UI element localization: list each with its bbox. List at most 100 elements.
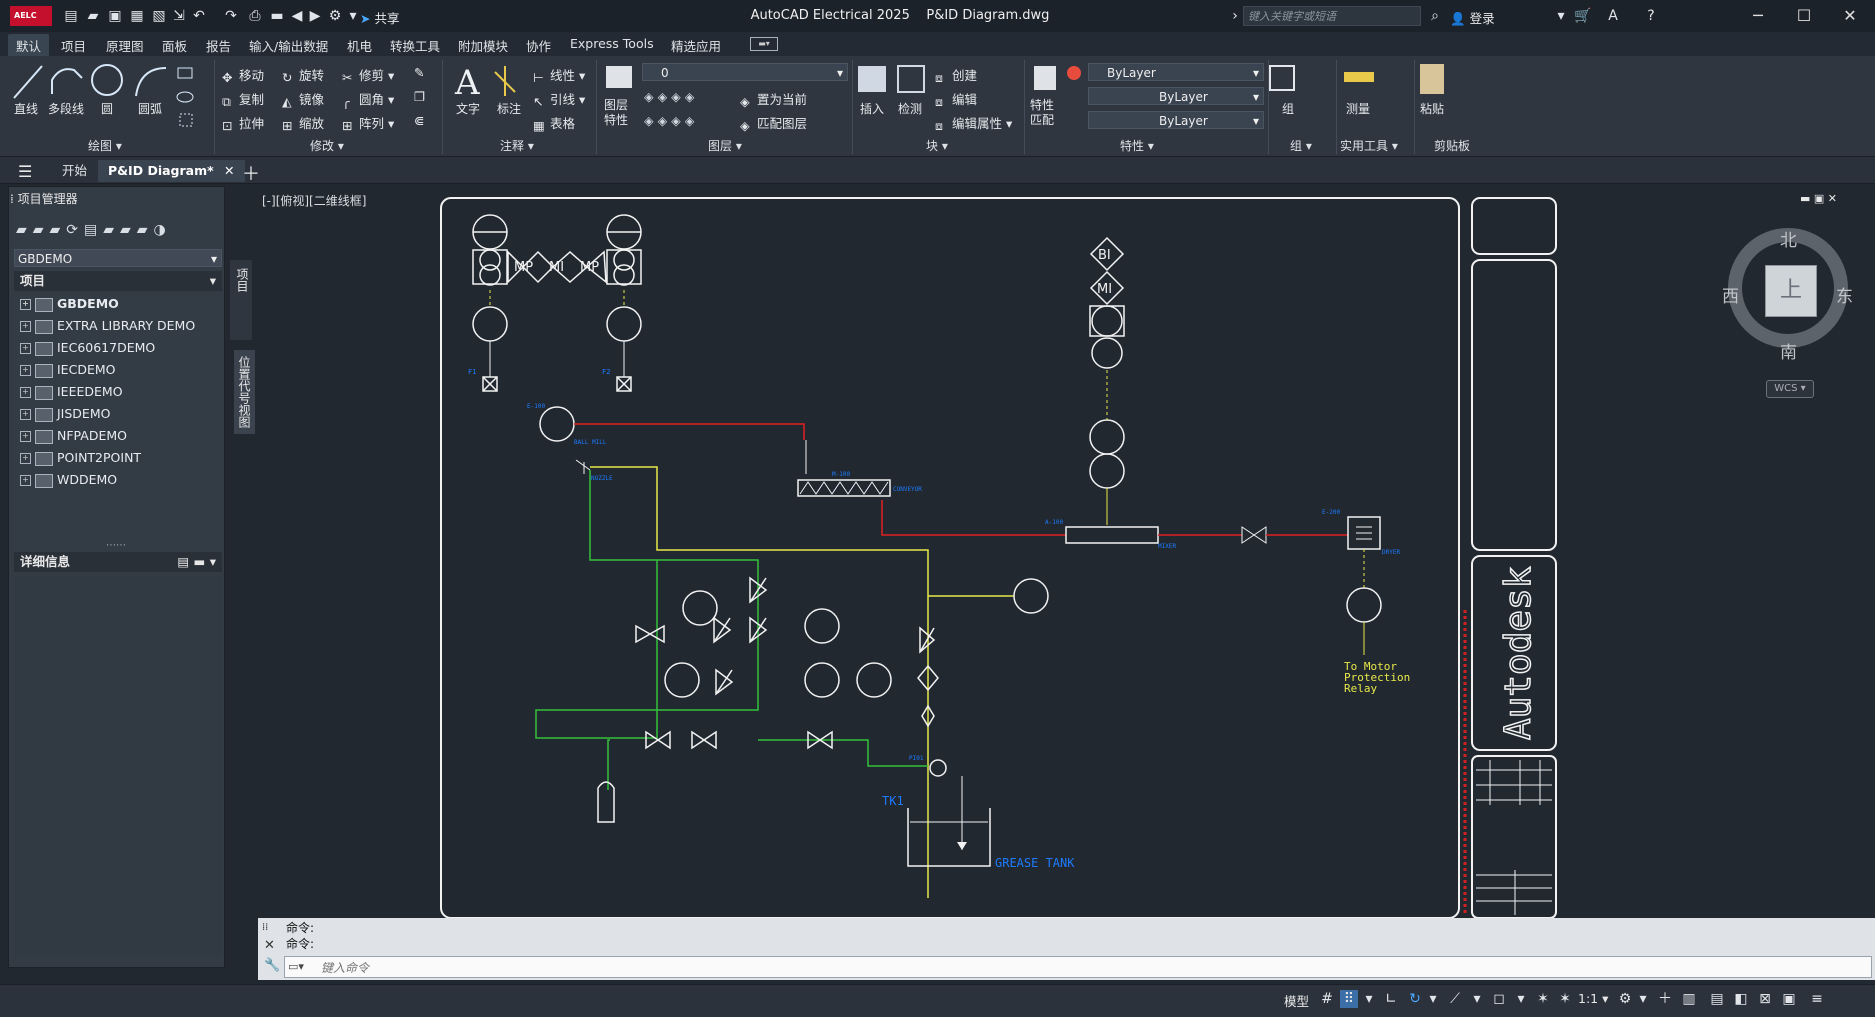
- make-current-button[interactable]: ◈置为当前: [740, 89, 807, 109]
- project-item-jisdemo[interactable]: +JISDEMO: [20, 404, 110, 424]
- project-toolbar[interactable]: ▰▰▰⟳▤▰▰▰◑: [16, 222, 172, 238]
- lineweight-dropdown[interactable]: ByLayer▾: [1088, 111, 1264, 129]
- match-layer-button[interactable]: ◈匹配图层: [740, 113, 807, 133]
- auto-scale-icon[interactable]: ✶: [1559, 991, 1571, 1007]
- table-button[interactable]: ▦表格: [533, 113, 575, 133]
- edit-block-button[interactable]: ⧈编辑: [935, 89, 977, 109]
- clipboard-panel-title[interactable]: 剪贴板: [1434, 139, 1471, 153]
- viewport-window-controls[interactable]: ▬ ▣ ✕: [1800, 192, 1837, 205]
- compass-south[interactable]: 南: [1780, 343, 1797, 363]
- ortho-icon[interactable]: ∟: [1385, 991, 1397, 1007]
- copy-button[interactable]: ⧉复制: [222, 89, 264, 109]
- tab-express-tools[interactable]: Express Tools: [570, 36, 654, 51]
- utilities-panel-title[interactable]: 实用工具 ▾: [1340, 139, 1398, 153]
- edit-attributes-button[interactable]: ⧈编辑属性 ▾: [935, 116, 1013, 133]
- scale-button[interactable]: ⊞缩放: [282, 113, 324, 133]
- quick-properties-icon[interactable]: ▤: [1710, 991, 1724, 1007]
- info-chevron-icon[interactable]: ›: [1232, 8, 1238, 24]
- workspace-icon[interactable]: ⚙: [328, 8, 342, 24]
- create-block-button[interactable]: ⧈创建: [935, 65, 977, 85]
- annotation-panel-title[interactable]: 注释 ▾: [500, 139, 534, 153]
- open-icon[interactable]: ▰: [87, 8, 99, 24]
- move-button[interactable]: ✥移动: [222, 65, 264, 85]
- expand-icon[interactable]: +: [20, 387, 31, 398]
- group-button[interactable]: 组: [1282, 102, 1295, 116]
- mirror-button[interactable]: ◭镜像: [282, 89, 324, 109]
- command-prompt-icon[interactable]: ▭▾: [288, 960, 304, 973]
- detect-button[interactable]: 检测: [898, 102, 923, 116]
- tab-start[interactable]: 开始: [62, 163, 88, 178]
- project-item-wddemo[interactable]: +WDDEMO: [20, 470, 117, 490]
- customization-icon[interactable]: ≡: [1811, 991, 1823, 1007]
- polar-icon[interactable]: ↻: [1409, 991, 1421, 1007]
- save-icon[interactable]: ▣: [108, 8, 122, 24]
- undo-icon[interactable]: ↶: [193, 8, 205, 24]
- project-item-ieeedemo[interactable]: +IEEEDEMO: [20, 382, 123, 402]
- publish-icon[interactable]: ▧: [152, 8, 166, 24]
- polar-dropdown-icon[interactable]: ▾: [1429, 991, 1437, 1007]
- side-tab-project[interactable]: 项目: [235, 268, 249, 292]
- layer-tools-row-1[interactable]: ◈ ◈ ◈ ◈: [644, 89, 695, 104]
- expand-icon[interactable]: +: [20, 321, 31, 332]
- viewcube-top-face[interactable]: 上: [1765, 265, 1817, 317]
- tab-reports[interactable]: 报告: [206, 39, 232, 54]
- block-panel-title[interactable]: 块 ▾: [926, 139, 948, 153]
- minimize-button[interactable]: ─: [1753, 6, 1763, 25]
- tab-conversion-tools[interactable]: 转换工具: [390, 39, 441, 54]
- ribbon-minimize-icon[interactable]: ▬▾: [750, 37, 778, 51]
- layer-tools-row-2[interactable]: ◈ ◈ ◈ ◈: [644, 113, 695, 128]
- units-icon[interactable]: ▥: [1682, 991, 1696, 1007]
- snap-dropdown-icon[interactable]: ▾: [1365, 991, 1373, 1007]
- rotate-button[interactable]: ↻旋转: [282, 65, 324, 85]
- model-space-button[interactable]: 模型: [1284, 994, 1310, 1009]
- insert-button[interactable]: 插入: [860, 102, 885, 116]
- qa-dropdown-icon[interactable]: ▾: [349, 8, 357, 24]
- command-grip-icon[interactable]: ⁞⁞: [262, 922, 269, 933]
- splitter-handle[interactable]: ⋯⋯: [106, 540, 126, 551]
- tab-import-export[interactable]: 输入/输出数据: [249, 39, 329, 54]
- expand-icon[interactable]: +: [20, 453, 31, 464]
- draw-panel-title[interactable]: 绘图 ▾: [88, 139, 122, 153]
- clean-screen-icon[interactable]: ▣: [1782, 991, 1796, 1007]
- tab-default[interactable]: 默认: [8, 34, 50, 57]
- text-button[interactable]: 文字: [456, 102, 481, 116]
- export-icon[interactable]: ⇲: [173, 8, 185, 24]
- details-header[interactable]: 详细信息▤ ▬ ▾: [14, 552, 222, 572]
- tab-pid-diagram[interactable]: P&ID Diagram* ✕: [98, 160, 245, 182]
- trim-button[interactable]: ✂修剪 ▾: [342, 68, 395, 85]
- tab-featured-apps[interactable]: 精选应用: [671, 39, 722, 54]
- command-input[interactable]: 键入命令: [284, 956, 1872, 978]
- tab-schematic[interactable]: 原理图: [106, 39, 144, 54]
- tab-collaborate[interactable]: 协作: [526, 39, 552, 54]
- linear-dim-button[interactable]: ⊢线性 ▾: [533, 68, 586, 85]
- workspace-dropdown-icon[interactable]: ▾: [1639, 991, 1647, 1007]
- expand-icon[interactable]: +: [20, 431, 31, 442]
- forward-icon[interactable]: ▶: [309, 8, 321, 24]
- project-select[interactable]: GBDEMO▾: [14, 249, 222, 267]
- login-button[interactable]: 👤 登录: [1450, 8, 1495, 27]
- snap-icon[interactable]: ⠿: [1340, 990, 1358, 1008]
- help-icon[interactable]: ?: [1647, 8, 1655, 24]
- new-tab-icon[interactable]: ＋: [242, 164, 260, 185]
- side-tab-location-view[interactable]: 位置代号视图: [234, 350, 255, 434]
- tab-electromechanical[interactable]: 机电: [347, 39, 373, 54]
- measure-button[interactable]: 测量: [1346, 102, 1371, 116]
- project-item-extra-library-demo[interactable]: +EXTRA LIBRARY DEMO: [20, 316, 195, 336]
- command-settings-icon[interactable]: 🔧: [264, 958, 281, 973]
- expand-icon[interactable]: +: [20, 343, 31, 354]
- explode-icon[interactable]: ❐: [414, 89, 426, 104]
- viewport-controls[interactable]: [-][俯视][二维线框]: [262, 194, 367, 208]
- layers-panel-title[interactable]: 图层 ▾: [708, 139, 742, 153]
- isodraft-icon[interactable]: ⟋: [1450, 991, 1460, 1007]
- linetype-dropdown[interactable]: ByLayer▾: [1088, 87, 1264, 105]
- project-item-iec60617demo[interactable]: +IEC60617DEMO: [20, 338, 155, 358]
- match-properties-button[interactable]: 特性 匹配: [1030, 98, 1055, 127]
- hardware-acceleration-icon[interactable]: ⊠: [1759, 991, 1771, 1007]
- close-button[interactable]: ✕: [1843, 6, 1857, 25]
- search-icon[interactable]: ⌕: [1431, 8, 1439, 24]
- expand-icon[interactable]: +: [20, 475, 31, 486]
- fillet-button[interactable]: ╭圆角 ▾: [342, 92, 395, 109]
- color-dropdown[interactable]: ByLayer▾: [1088, 63, 1264, 81]
- folder-icon[interactable]: ▬: [270, 8, 284, 24]
- command-close-icon[interactable]: ✕: [264, 938, 275, 953]
